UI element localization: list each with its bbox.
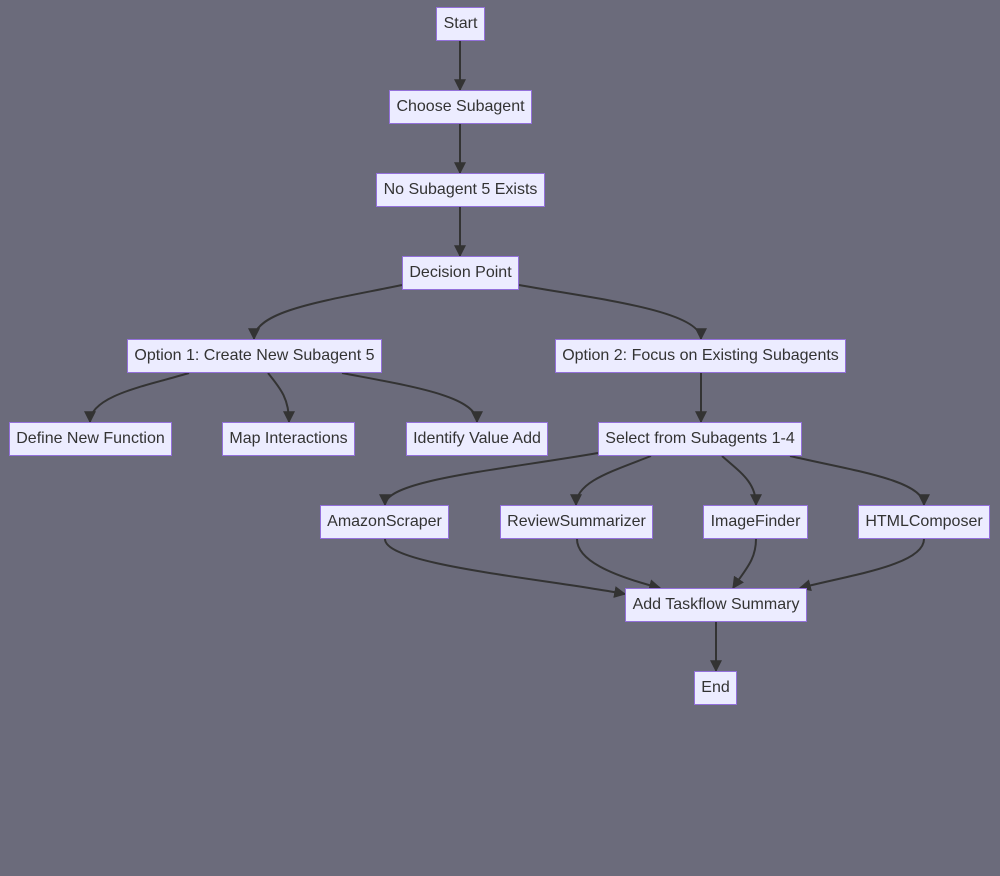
node-identify-value-add: Identify Value Add — [406, 422, 548, 456]
node-htmlcomposer: HTMLComposer — [858, 505, 990, 539]
edge-select-to-image — [721, 455, 762, 507]
edge-opt1-to-identify — [341, 372, 483, 424]
edge-amazon-to-summary — [384, 538, 627, 598]
edge-opt1-to-map — [267, 372, 295, 424]
node-add-taskflow-summary: Add Taskflow Summary — [625, 588, 807, 622]
node-start: Start — [436, 7, 485, 41]
node-option-1: Option 1: Create New Subagent 5 — [127, 339, 382, 373]
edge-decision-to-opt2 — [518, 284, 707, 341]
node-option-2: Option 2: Focus on Existing Subagents — [555, 339, 846, 373]
edge-decision-to-opt1 — [248, 284, 403, 341]
node-define-new-function: Define New Function — [9, 422, 172, 456]
node-reviewsummarizer: ReviewSummarizer — [500, 505, 653, 539]
node-choose-subagent: Choose Subagent — [389, 90, 532, 124]
edge-select-to-html — [789, 455, 930, 507]
node-map-interactions: Map Interactions — [222, 422, 355, 456]
node-imagefinder: ImageFinder — [703, 505, 808, 539]
edge-select-to-review — [570, 455, 652, 507]
node-no-subagent-5-exists: No Subagent 5 Exists — [376, 173, 545, 207]
edge-review-to-summary — [576, 538, 662, 592]
node-select-subagents: Select from Subagents 1-4 — [598, 422, 802, 456]
edge-opt1-to-define — [84, 372, 190, 424]
edge-html-to-summary — [798, 538, 925, 592]
edge-select-to-amazon — [379, 452, 599, 507]
node-amazonscraper: AmazonScraper — [320, 505, 449, 539]
node-decision-point: Decision Point — [402, 256, 519, 290]
node-end: End — [694, 671, 737, 705]
edge-image-to-summary — [732, 538, 757, 589]
